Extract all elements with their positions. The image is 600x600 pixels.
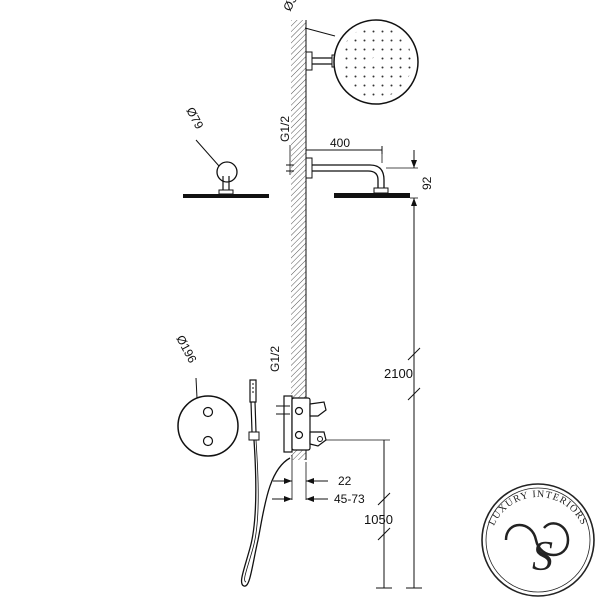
wall-flange-diameter-label: Ø79: [183, 105, 206, 132]
mixer-plate-front-view: Ø196: [173, 333, 239, 457]
depth-dimensions: 22 45-73: [272, 455, 365, 506]
thread-top-label: G1/2: [278, 116, 292, 142]
hand-shower: [248, 379, 260, 441]
wall: [291, 20, 307, 460]
thread-mixer-label: G1/2: [268, 346, 282, 372]
hose: [240, 439, 291, 587]
arm-drop-dimension: 92: [386, 150, 434, 215]
arm-length-label: 400: [330, 136, 350, 150]
mixer-diameter-label: Ø196: [173, 333, 199, 366]
total-height-label: 2100: [384, 366, 413, 381]
head-diameter-label: Ø300: [280, 0, 306, 13]
shower-head-front-view: [305, 19, 419, 105]
wall-flange-view: Ø79: [183, 105, 269, 198]
luxury-interiors-logo: LUXURY INTERIORS S: [481, 483, 595, 597]
total-height-dimension: 2100: [384, 215, 422, 589]
mixer-height-label: 1050: [364, 512, 393, 527]
thread-mixer-dimension: G1/2: [268, 346, 290, 415]
mixer-height-dimension: 1050: [326, 439, 393, 589]
arm-length-dimension: 400: [305, 136, 383, 163]
shower-arm-side-view: [305, 157, 410, 198]
depth-min-label: 22: [338, 474, 352, 488]
head-diameter-dimension: Ø300: [280, 0, 336, 37]
depth-range-label: 45-73: [334, 492, 365, 506]
thread-top-dimension: G1/2: [278, 116, 294, 175]
arm-drop-label: 92: [420, 176, 434, 190]
mixer-body-side-view: [283, 395, 327, 453]
logo-monogram: S: [532, 534, 553, 580]
